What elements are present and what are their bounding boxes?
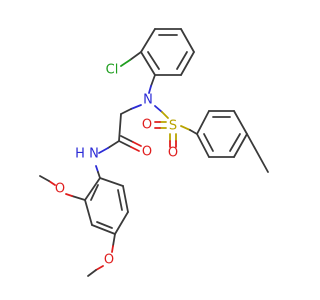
bond-inner	[176, 51, 188, 70]
bond	[140, 51, 156, 76]
bonds	[39, 28, 269, 277]
bond-inner	[90, 184, 99, 201]
amide-hydrogen-label: H	[75, 147, 85, 162]
bond	[39, 175, 50, 182]
bond	[233, 133, 248, 158]
bond	[233, 110, 248, 135]
bond	[129, 51, 142, 61]
bond	[122, 185, 129, 213]
bond	[87, 269, 97, 277]
bond	[130, 146, 140, 152]
bond	[154, 105, 163, 113]
methoxy-oxygen-bottom-label: O	[104, 253, 114, 268]
chlorine-label: Cl	[106, 63, 119, 78]
bond	[161, 111, 169, 119]
bond	[48, 180, 56, 186]
bond	[196, 133, 210, 158]
bond-inner	[229, 133, 241, 152]
bond-inner	[203, 133, 214, 152]
bond	[114, 211, 129, 235]
bond	[99, 177, 124, 187]
bond	[150, 74, 156, 87]
bond	[95, 165, 99, 173]
bond	[91, 224, 116, 235]
bond	[246, 133, 269, 173]
molecule-structure: Cl N S O O O H O O N	[39, 28, 269, 277]
sulfonyl-oxygen-left-label: O	[142, 118, 152, 133]
methoxy-oxygen-top-label: O	[55, 182, 65, 197]
bond	[120, 108, 132, 115]
bond	[118, 140, 132, 148]
sulfonamide-nitrogen-label: N	[143, 93, 153, 108]
bond	[140, 28, 156, 53]
bond	[112, 233, 116, 247]
bond-inner	[117, 189, 123, 211]
bond	[180, 51, 195, 76]
bond	[180, 28, 195, 53]
bond	[71, 195, 86, 201]
bond	[132, 141, 142, 147]
bond	[84, 199, 93, 226]
bond	[65, 193, 73, 197]
bond	[111, 245, 114, 253]
bond	[148, 85, 152, 94]
amide-nitrogen-label: N	[89, 147, 99, 162]
bond	[120, 59, 131, 67]
bond	[107, 140, 120, 149]
bond	[95, 265, 104, 271]
bond	[84, 177, 101, 201]
bond	[120, 135, 134, 143]
carbonyl-oxygen-label: O	[142, 145, 152, 160]
sulfonyl-oxygen-bottom-label: O	[168, 146, 178, 161]
bond	[98, 147, 109, 154]
bond-inner	[96, 221, 113, 229]
atom-labels: Cl N S O O O H O O N	[55, 63, 178, 268]
bond	[130, 104, 142, 110]
bond	[118, 113, 122, 142]
bond	[189, 129, 198, 135]
bond-inner	[147, 51, 160, 70]
bond	[196, 110, 210, 135]
sulfur-label: S	[169, 119, 177, 134]
bond	[97, 171, 101, 179]
bond	[180, 125, 191, 131]
